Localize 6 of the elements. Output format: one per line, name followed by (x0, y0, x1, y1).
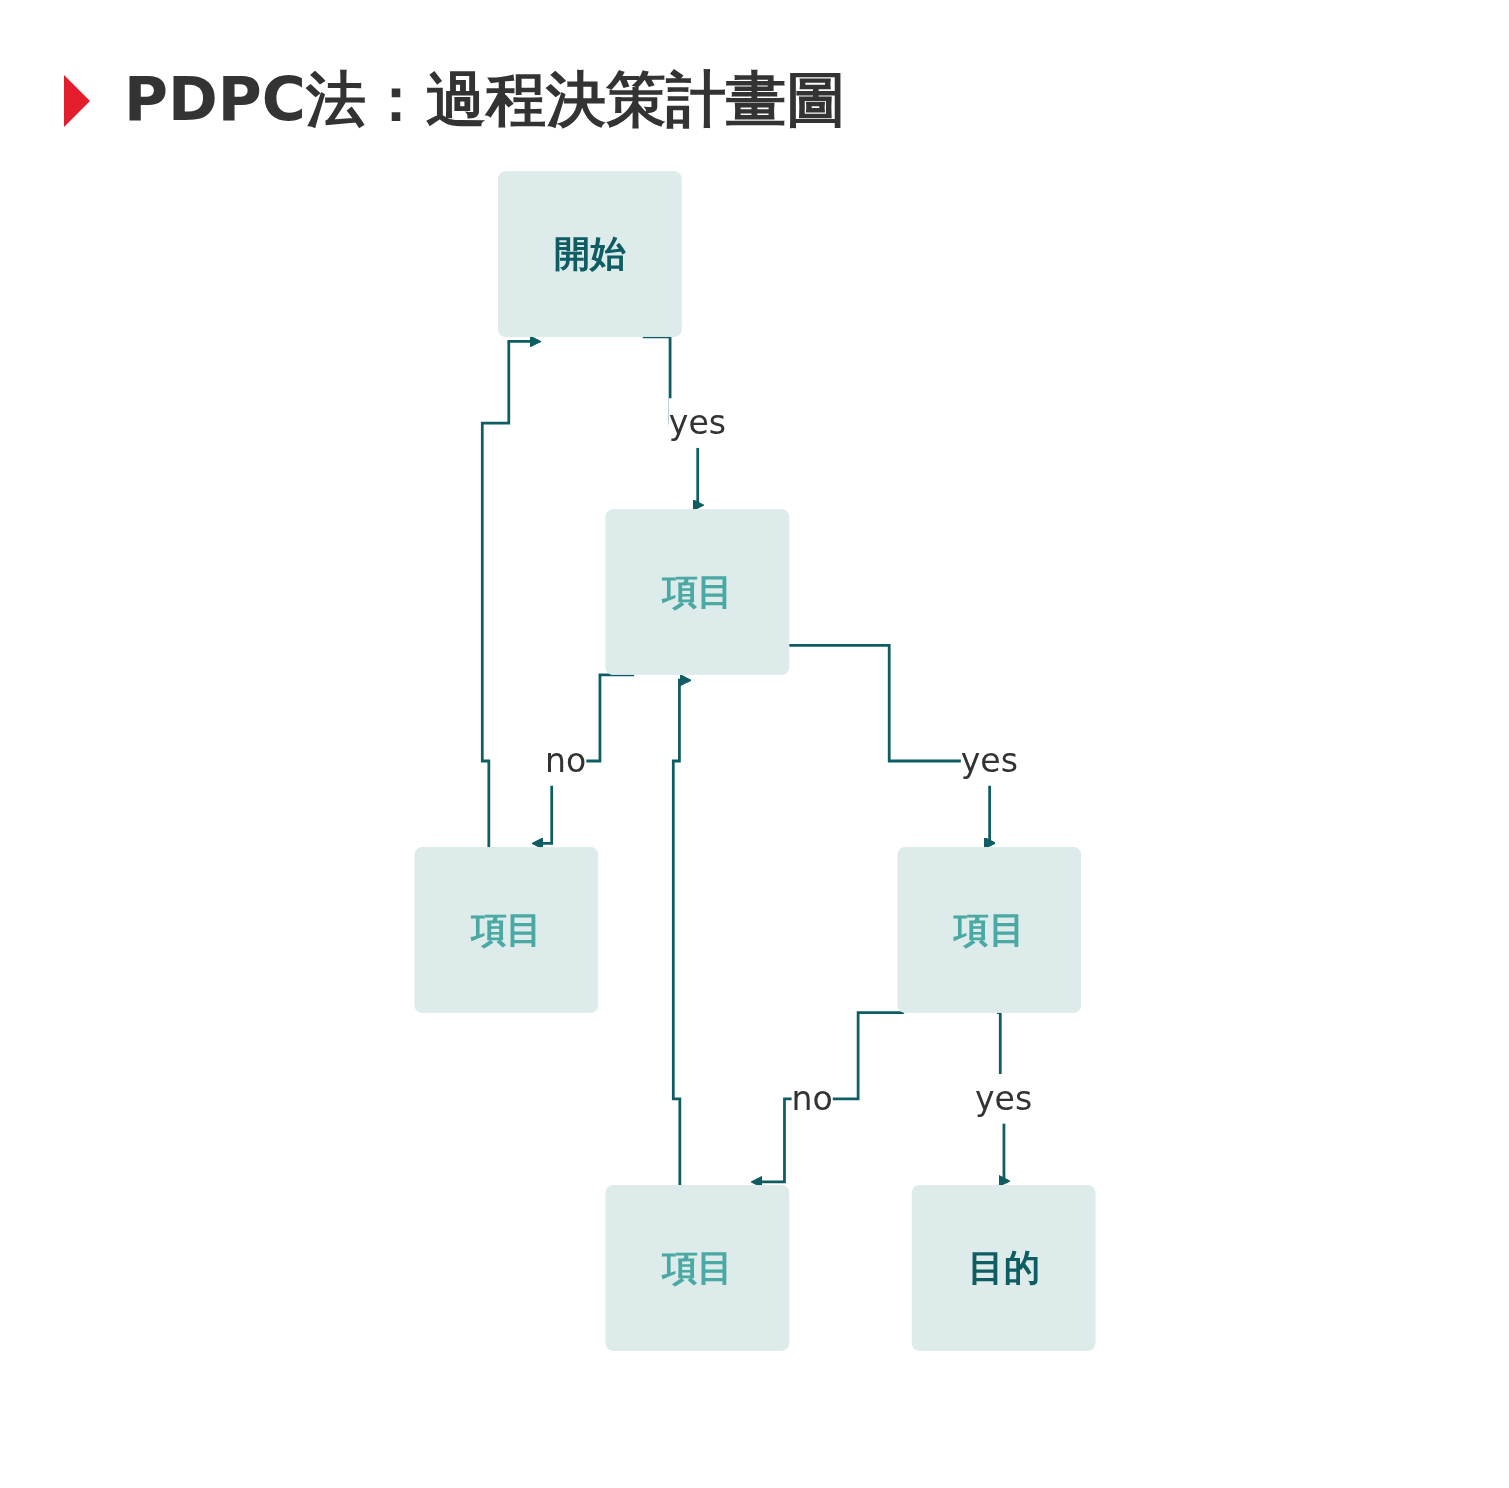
title: PDPC法：過程決策計畫圖 (124, 63, 846, 136)
edge-label: no (790, 1079, 833, 1119)
edge-label: yes (668, 403, 726, 443)
edge-label: yes (960, 741, 1018, 781)
edge-label: no (544, 741, 586, 781)
edge-label: yes (974, 1079, 1032, 1119)
